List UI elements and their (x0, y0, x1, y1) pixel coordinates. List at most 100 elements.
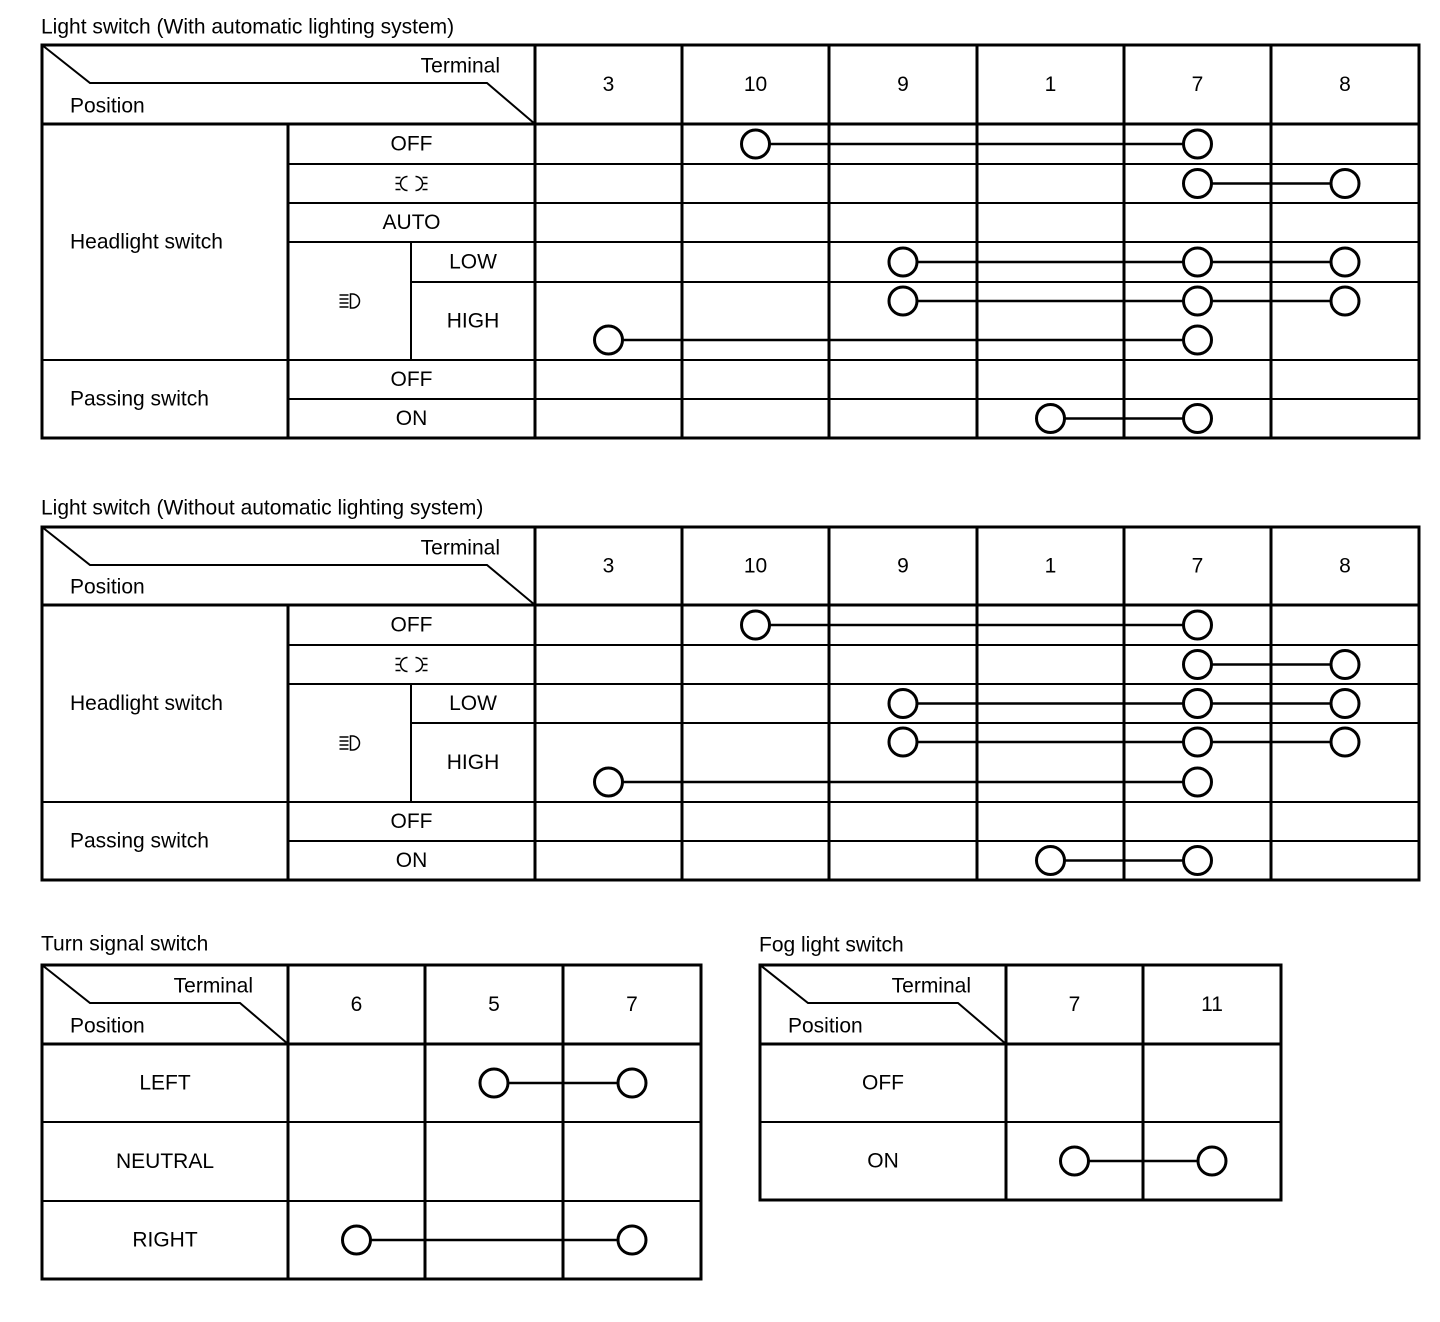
table-frame (758, 963, 1283, 1202)
terminal-header-5: 5 (488, 993, 500, 1016)
terminal-header-9: 9 (897, 555, 909, 578)
continuity-link (478, 1067, 648, 1099)
continuity-terminal-circle (1182, 766, 1213, 798)
terminal-header-3: 3 (603, 73, 615, 96)
continuity-terminal-circle (1329, 285, 1361, 317)
table-title: Light switch (Without automatic lighting… (41, 497, 483, 520)
position-label-on: ON (867, 1150, 899, 1173)
terminal-header-7: 7 (1192, 73, 1204, 96)
continuity-terminal-circle (1182, 609, 1213, 641)
continuity-terminal-circle (740, 609, 771, 641)
parking-lamp-icon (395, 175, 428, 192)
header-diagonal-line (41, 526, 536, 606)
continuity-terminal-circle (1182, 726, 1213, 758)
continuity-link (1059, 1145, 1228, 1177)
continuity-terminal-circle (1182, 649, 1213, 680)
header-terminal-label: Terminal (892, 975, 971, 998)
continuity-terminal-circle (1329, 246, 1361, 278)
position-label-on: ON (396, 407, 428, 430)
continuity-terminal-circle (616, 1224, 648, 1256)
header-diagonal-line (41, 964, 289, 1045)
header-terminal-label: Terminal (421, 537, 500, 560)
position-label-off: OFF (862, 1072, 904, 1095)
continuity-terminal-circle (1182, 845, 1213, 876)
position-label-left: LEFT (139, 1072, 191, 1095)
continuity-link (740, 609, 1213, 641)
continuity-link (1182, 168, 1361, 199)
terminal-header-3: 3 (603, 555, 615, 578)
continuity-terminal-circle (478, 1067, 510, 1099)
header-position-label: Position (70, 1015, 145, 1038)
header-terminal-label: Terminal (174, 975, 253, 998)
header-terminal-label: Terminal (421, 55, 500, 78)
terminal-header-11: 11 (1201, 993, 1223, 1016)
header-diagonal-line (759, 964, 1007, 1045)
continuity-link (887, 285, 1361, 317)
position-label-low: LOW (449, 251, 497, 274)
continuity-link (593, 324, 1213, 356)
continuity-link (887, 726, 1361, 758)
table-frame (40, 525, 1421, 882)
position-label-auto: AUTO (383, 211, 441, 234)
continuity-terminal-circle (1182, 246, 1213, 278)
group-label-1: Passing switch (70, 388, 209, 411)
continuity-terminal-circle (1182, 403, 1213, 434)
continuity-link (341, 1224, 648, 1256)
position-label-off: OFF (391, 810, 433, 833)
continuity-terminal-circle (1059, 1145, 1090, 1177)
terminal-header-9: 9 (897, 73, 909, 96)
headlamp-icon (339, 293, 361, 309)
terminal-header-10: 10 (744, 555, 767, 578)
continuity-link (1035, 845, 1213, 876)
position-label-off: OFF (391, 133, 433, 156)
continuity-terminal-circle (1182, 324, 1213, 356)
header-position-label: Position (788, 1015, 863, 1038)
header-diagonal-line (41, 44, 536, 125)
position-label-off: OFF (391, 614, 433, 637)
continuity-link (740, 128, 1213, 160)
group-label-1: Passing switch (70, 830, 209, 853)
position-label-high: HIGH (447, 310, 500, 333)
continuity-terminal-circle (1182, 168, 1213, 199)
terminal-header-7: 7 (626, 993, 638, 1016)
continuity-terminal-circle (1196, 1145, 1228, 1177)
continuity-terminal-circle (593, 324, 624, 356)
continuity-link (887, 688, 1361, 719)
position-label-right: RIGHT (132, 1229, 198, 1252)
table-title: Light switch (With automatic lighting sy… (41, 16, 454, 39)
position-label-on: ON (396, 849, 428, 872)
terminal-header-8: 8 (1339, 555, 1351, 578)
continuity-terminal-circle (1035, 403, 1066, 434)
position-label-high: HIGH (447, 751, 500, 774)
terminal-header-7: 7 (1069, 993, 1081, 1016)
position-label-low: LOW (449, 692, 497, 715)
switch-table-1: Light switch (With automatic lighting sy… (40, 16, 1421, 440)
headlamp-icon (339, 735, 361, 751)
continuity-terminal-circle (1182, 688, 1213, 719)
terminal-header-6: 6 (351, 993, 363, 1016)
continuity-link (1182, 649, 1361, 680)
table-title: Fog light switch (759, 934, 904, 957)
continuity-terminal-circle (1329, 168, 1361, 199)
header-position-label: Position (70, 95, 145, 118)
group-label-0: Headlight switch (70, 692, 223, 715)
switch-table-2: Light switch (Without automatic lighting… (40, 497, 1421, 882)
terminal-header-7: 7 (1192, 555, 1204, 578)
parking-lamp-icon (395, 656, 428, 673)
terminal-header-1: 1 (1045, 555, 1057, 578)
continuity-terminal-circle (1329, 649, 1361, 680)
terminal-header-1: 1 (1045, 73, 1057, 96)
continuity-terminal-circle (593, 766, 624, 798)
continuity-terminal-circle (740, 128, 771, 160)
continuity-terminal-circle (887, 726, 919, 758)
continuity-link (887, 246, 1361, 278)
header-position-label: Position (70, 576, 145, 599)
continuity-terminal-circle (1329, 726, 1361, 758)
position-label-off: OFF (391, 368, 433, 391)
